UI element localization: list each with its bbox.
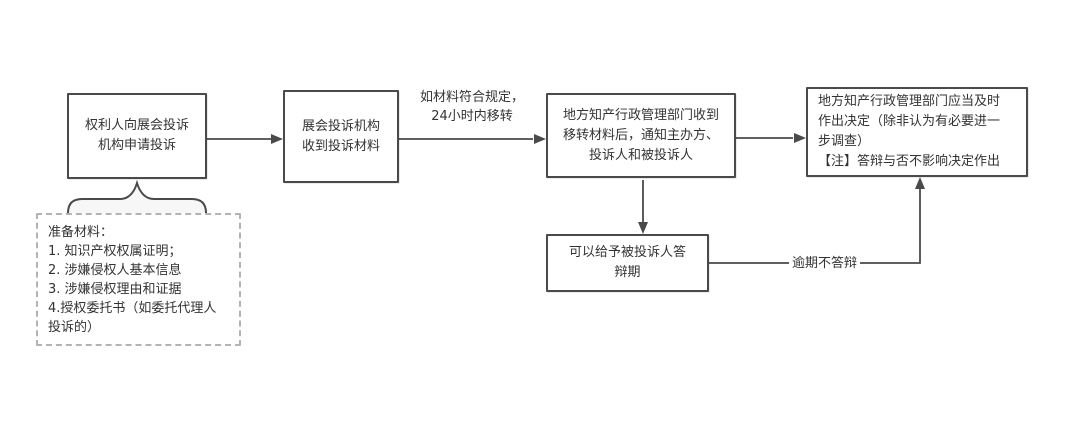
text-line: 地方知产行政管理部门收到 bbox=[562, 107, 719, 123]
text-line: 如材料符合规定， bbox=[419, 90, 524, 105]
text-line: 机构申请投诉 bbox=[97, 138, 176, 153]
brace-fill bbox=[68, 183, 206, 213]
step-make-decision-box: 地方知产行政管理部门应当及时 作出决定（除非认为有必要进一 步调查） 【注】答辩… bbox=[806, 87, 1028, 177]
step-reply-period-box: 可以给予被投诉人答 辩期 bbox=[546, 234, 709, 292]
text-line: 3. 涉嫌侵权理由和证据 bbox=[48, 282, 182, 297]
arrowhead-reply-box bbox=[638, 222, 648, 234]
step-receive-materials-box: 展会投诉机构 收到投诉材料 bbox=[283, 90, 399, 183]
text-line: 投诉的） bbox=[48, 320, 101, 335]
arrow-reply-box4-line bbox=[709, 189, 921, 264]
text-line: 投诉人和被投诉人 bbox=[588, 147, 693, 163]
text-line: 收到投诉材料 bbox=[301, 138, 380, 154]
text-line: 24小时内移转 bbox=[431, 109, 513, 124]
text-line: 地方知产行政管理部门应当及时 bbox=[818, 94, 1001, 109]
arrowhead-box2 bbox=[271, 134, 283, 144]
text-line: 准备材料： bbox=[48, 225, 114, 240]
brace-connector bbox=[67, 179, 207, 214]
text-line: 权利人向展会投诉 bbox=[84, 118, 189, 133]
materials-note-box: 准备材料： 1. 知识产权权属证明； 2. 涉嫌侵权人基本信息 3. 涉嫌侵权理… bbox=[36, 213, 241, 346]
text-line: 步调查） bbox=[818, 134, 871, 149]
text-line: 可以给予被投诉人答 bbox=[568, 245, 686, 260]
text-line: 作出决定（除非认为有必要进一 bbox=[818, 114, 1001, 129]
text-line: 展会投诉机构 bbox=[301, 118, 380, 134]
text-line: 4.授权委托书（如委托代理人 bbox=[48, 301, 217, 316]
step-apply-complaint-box: 权利人向展会投诉 机构申请投诉 bbox=[67, 93, 207, 179]
text-line: 移转材料后，通知主办方、 bbox=[562, 127, 719, 143]
arrowhead-box4 bbox=[794, 133, 806, 143]
text-line: 【注】答辩与否不影响决定作出 bbox=[818, 154, 1001, 169]
transfer-condition-label: 如材料符合规定， 24小时内移转 bbox=[402, 88, 542, 126]
overdue-no-reply-label: 逾期不答辩 bbox=[789, 254, 861, 273]
arrowhead-box3 bbox=[534, 134, 546, 144]
step-notify-parties-box: 地方知产行政管理部门收到 移转材料后，通知主办方、 投诉人和被投诉人 bbox=[546, 93, 736, 178]
text-line: 辩期 bbox=[614, 265, 641, 280]
text-line: 2. 涉嫌侵权人基本信息 bbox=[48, 263, 182, 278]
arrowhead-box4-bottom bbox=[915, 177, 925, 189]
text-line: 1. 知识产权权属证明； bbox=[48, 244, 182, 259]
